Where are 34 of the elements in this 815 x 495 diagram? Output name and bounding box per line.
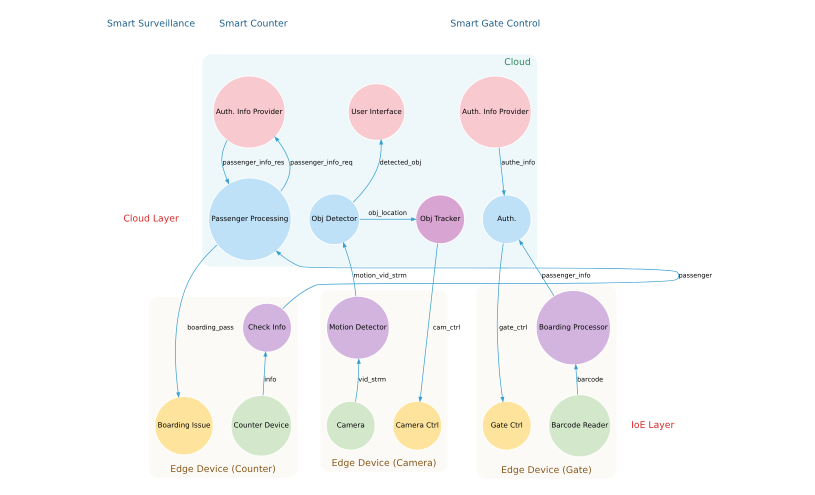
label: Smart Gate Control [450, 18, 540, 30]
arrow [354, 358, 360, 402]
arrow [574, 364, 578, 395]
arrow [262, 350, 267, 396]
node-circle: Camera [326, 401, 375, 450]
label: IoE Layer [630, 420, 674, 432]
label: Smart Surveillance [106, 18, 195, 30]
arrow [220, 140, 229, 185]
arrow [496, 243, 504, 403]
node-circle: Counter Device [230, 395, 292, 456]
label: Cloud Layer [122, 214, 178, 225]
arrow [498, 147, 506, 196]
arrow [418, 243, 438, 403]
node-circle: Auth. Info Provider [212, 76, 285, 148]
node-circle: Gate Ctrl [482, 401, 531, 450]
node-circle: Auth. Info Provider [458, 76, 532, 148]
node-circle: Boarding Processor [535, 290, 610, 366]
arrow [352, 138, 383, 203]
node-circle: Check Info [242, 303, 292, 352]
node-circle: User Interface [347, 83, 405, 141]
arrow [275, 250, 679, 310]
label: Smart Counter [218, 18, 288, 30]
node-circle: Boarding Issue [154, 396, 213, 456]
arrow [518, 239, 554, 296]
node-circle: Barcode Reader [548, 394, 611, 458]
arrow [358, 217, 416, 222]
arrow [342, 242, 356, 297]
node-circle: Camera Ctrl [392, 401, 442, 450]
node-circle: Auth. [482, 194, 531, 244]
arrow [174, 244, 217, 398]
node-circle: Motion Detector [326, 296, 390, 360]
arrow [274, 136, 290, 192]
node-circle: Obj Detector [308, 194, 360, 245]
node-circle: Obj Tracker [415, 194, 464, 244]
